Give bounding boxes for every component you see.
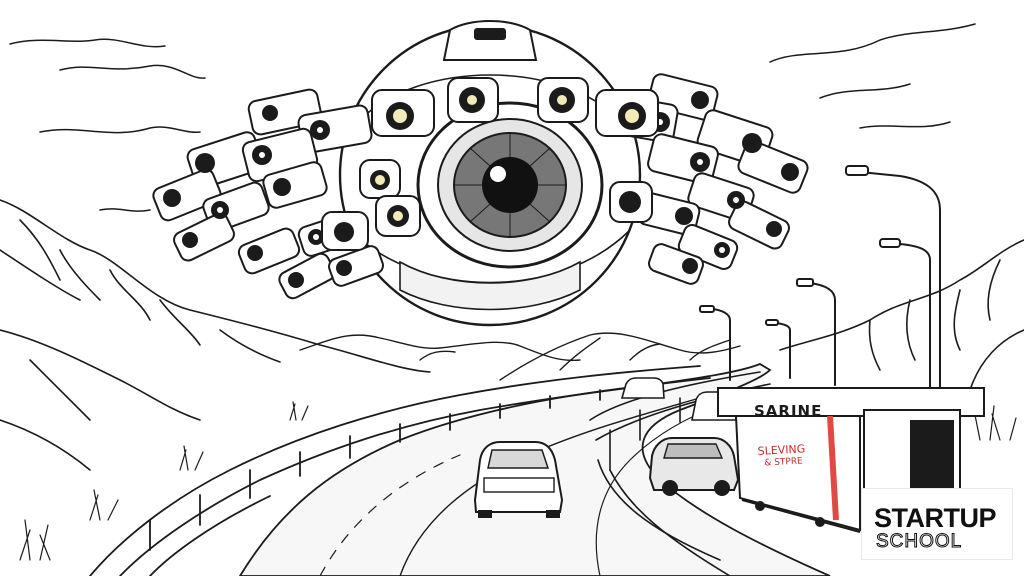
camera-ring-top: [321, 77, 659, 251]
car-distant-1: [620, 377, 665, 399]
car-front: [473, 441, 564, 518]
shrubs: [19, 401, 1017, 561]
roadside-booth: [717, 387, 985, 533]
logo-line2: SCHOOL: [875, 531, 963, 553]
mountains-right: [779, 239, 1024, 391]
distant-mountains: [299, 332, 741, 381]
eye-drone: [152, 20, 809, 327]
booth-title: SARINE: [754, 402, 823, 420]
street-lamps: [699, 165, 941, 393]
car-right: [648, 437, 740, 496]
camera-cluster-right: [607, 73, 809, 285]
barrier-left: [89, 365, 711, 576]
mountains-left: [0, 199, 431, 471]
iris-lines: [454, 133, 566, 237]
startup-school-logo: STARTUP SCHOOL: [862, 489, 1012, 559]
booth-sign: SLEVING & STPRE: [757, 442, 828, 470]
logo-line1: STARTUP: [874, 503, 997, 533]
clouds: [9, 23, 976, 212]
